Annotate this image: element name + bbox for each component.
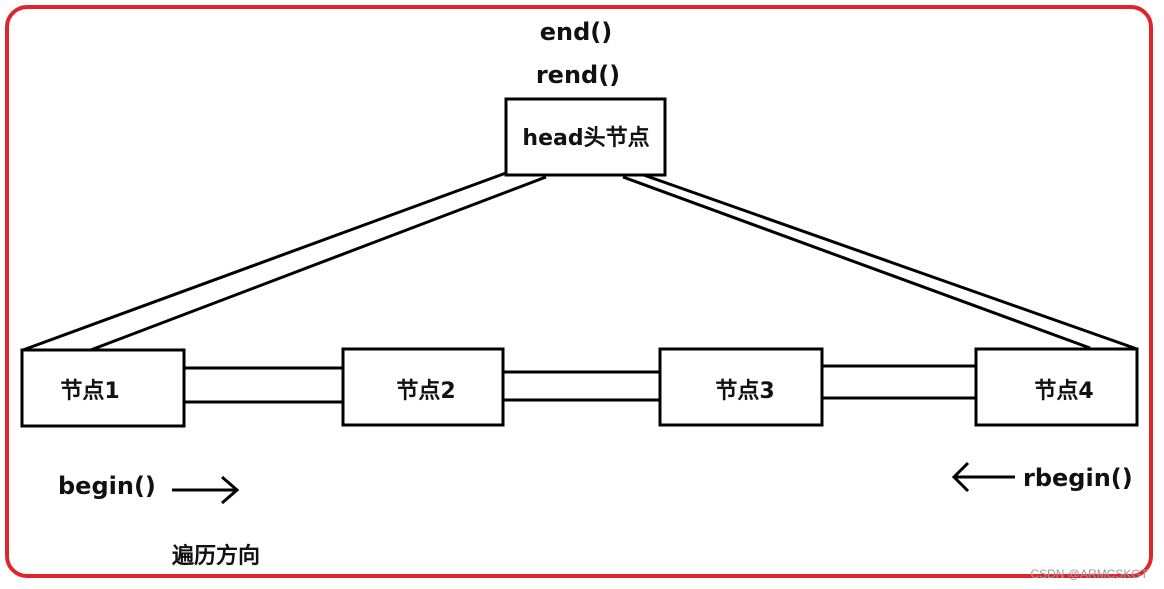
node2-node3-link — [503, 370, 660, 402]
head-node-box — [504, 97, 667, 177]
node2-label: 节点2 — [396, 378, 455, 404]
node3-box — [658, 347, 824, 427]
node1-label: 节点1 — [60, 378, 119, 404]
watermark-text: CSDN @ARMCSKGT — [1030, 567, 1148, 581]
node1-node2-link — [184, 366, 343, 404]
end-label: end() — [540, 18, 612, 46]
rend-label: rend() — [536, 61, 620, 89]
node1-box — [20, 348, 186, 428]
right-arrow-icon — [172, 475, 240, 505]
begin-label: begin() — [58, 472, 156, 500]
node2-box — [341, 347, 505, 427]
direction-label: 遍历方向 — [172, 543, 260, 569]
rbegin-label: rbegin() — [1023, 464, 1133, 492]
left-arrow-icon — [951, 461, 1015, 493]
head-node4-link — [622, 171, 1138, 351]
node4-label: 节点4 — [1034, 378, 1093, 404]
node3-label: 节点3 — [715, 378, 774, 404]
head-node-label: head头节点 — [522, 125, 649, 151]
head-node1-link — [22, 171, 547, 353]
node3-node4-link — [822, 364, 976, 400]
node4-box — [974, 347, 1139, 427]
